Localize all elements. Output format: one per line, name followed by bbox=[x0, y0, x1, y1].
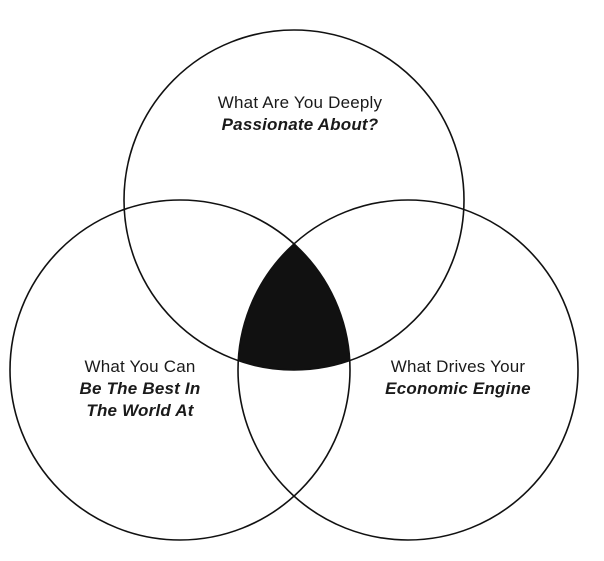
label-economic-engine: What Drives Your Economic Engine bbox=[348, 356, 568, 400]
label-passion-plain: What Are You Deeply bbox=[217, 93, 383, 112]
label-best-emphasis-2: The World At bbox=[86, 401, 194, 420]
label-best-in-world: What You Can Be The Best In The World At bbox=[30, 356, 250, 422]
label-best-emphasis-1: Be The Best In bbox=[79, 379, 201, 398]
label-passion-emphasis: Passionate About? bbox=[221, 115, 379, 134]
circle-passion bbox=[123, 29, 465, 371]
label-passion: What Are You Deeply Passionate About? bbox=[180, 92, 420, 136]
label-economic-plain: What Drives Your bbox=[390, 357, 526, 376]
center-intersection bbox=[238, 200, 350, 370]
circle-best-in-world bbox=[9, 199, 351, 541]
label-best-plain: What You Can bbox=[84, 357, 196, 376]
circle-economic-engine bbox=[237, 199, 579, 541]
label-economic-emphasis: Economic Engine bbox=[385, 379, 531, 398]
